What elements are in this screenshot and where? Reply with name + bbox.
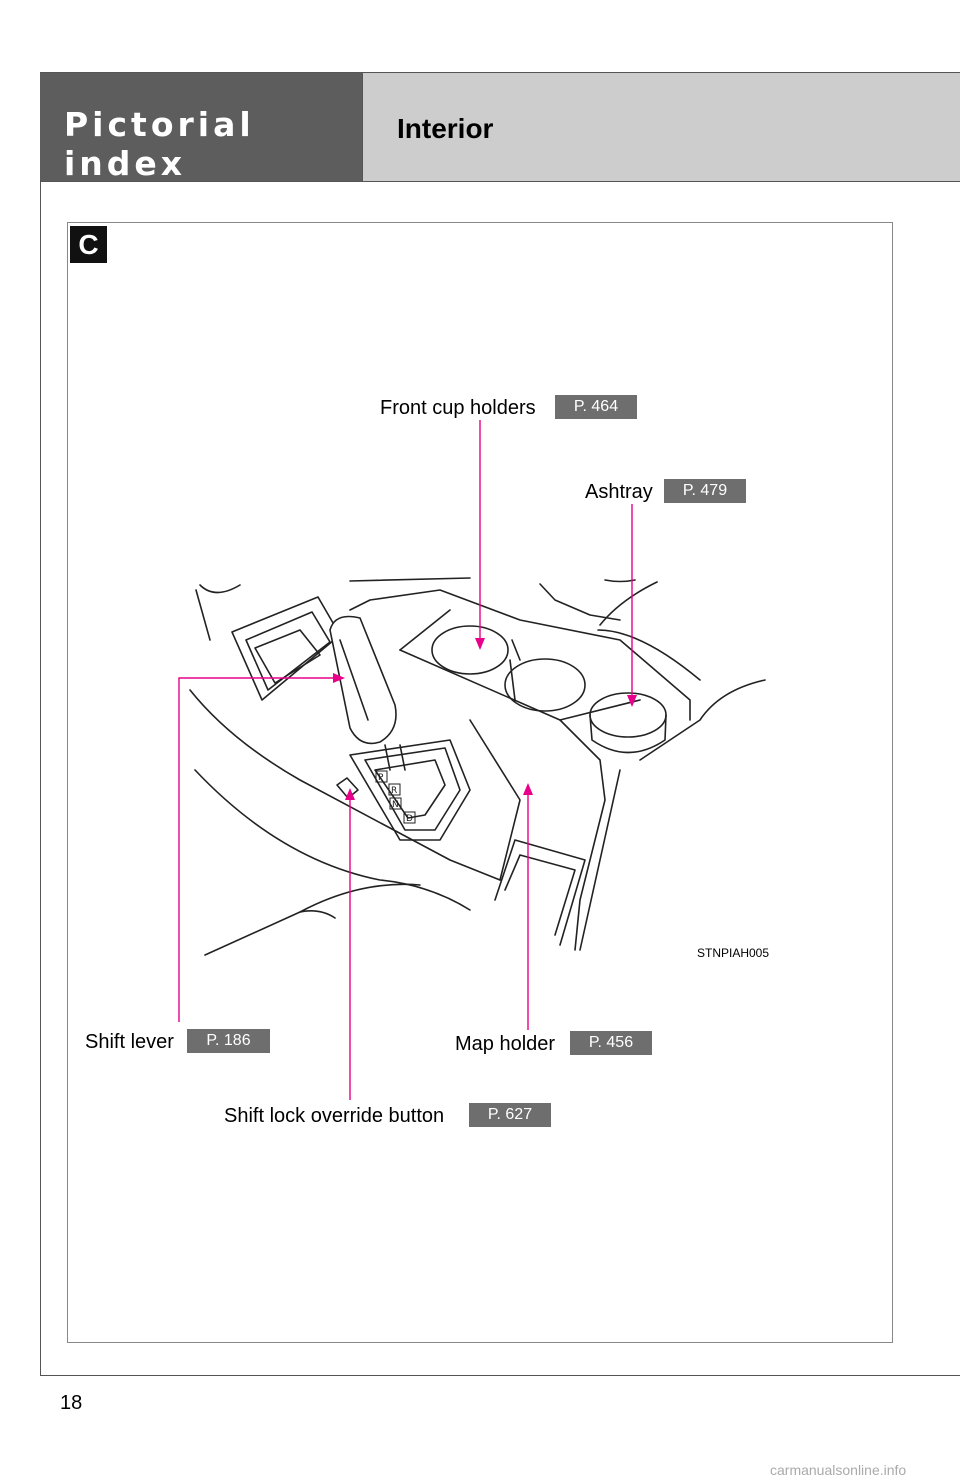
gear-letter-r: R <box>391 786 397 796</box>
front-cup-holders-label: Front cup holders <box>380 397 536 419</box>
shift-lock-override-label: Shift lock override button <box>224 1105 445 1127</box>
subsection-title: Interior <box>397 113 494 144</box>
shift-lever-ref[interactable]: P. 186 <box>187 1029 270 1053</box>
gear-letter-n: N <box>392 800 399 810</box>
front-cup-holders-ref[interactable]: P. 464 <box>555 395 637 419</box>
subsection-tab: Interior <box>362 73 960 181</box>
map-holder-ref[interactable]: P. 456 <box>570 1031 652 1055</box>
page-number: 18 <box>60 1392 83 1414</box>
gear-letter-p: P <box>378 773 384 783</box>
section-title: Pictorial index <box>64 105 255 183</box>
ashtray-ref[interactable]: P. 479 <box>664 479 746 503</box>
page-header: Pictorial index Interior <box>40 72 960 183</box>
watermark: carmanualsonline.info <box>770 1462 907 1478</box>
figure-badge: C <box>70 226 107 263</box>
ashtray-label: Ashtray <box>585 481 653 503</box>
section-tab: Pictorial index <box>40 73 362 183</box>
image-code: STNPIAH005 <box>697 946 770 960</box>
page-frame <box>40 180 960 1376</box>
shift-lever-label: Shift lever <box>85 1031 174 1053</box>
shift-lock-override-ref[interactable]: P. 627 <box>469 1103 551 1127</box>
figure-box <box>67 222 893 1343</box>
map-holder-label: Map holder <box>455 1033 556 1055</box>
gear-letter-d: D <box>406 814 413 824</box>
leader-shift-lever <box>178 677 343 1022</box>
